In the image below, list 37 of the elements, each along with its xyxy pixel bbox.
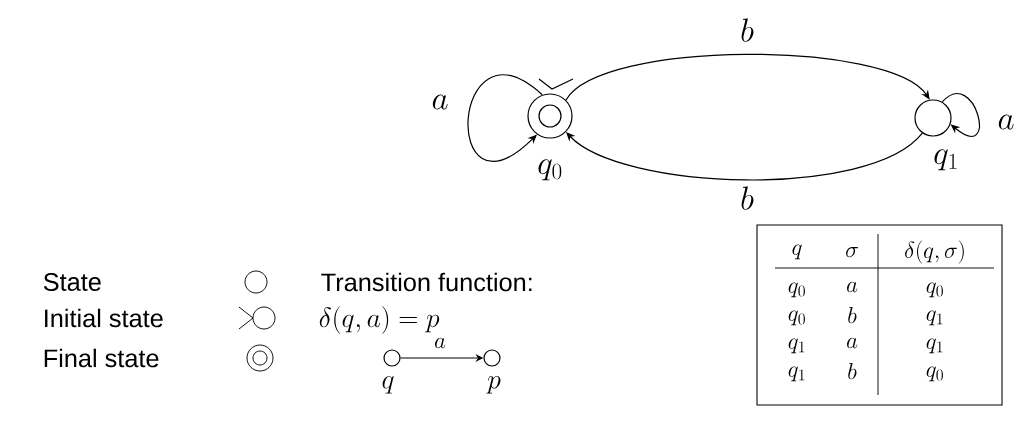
state-label: $q_1$ [934,149,957,171]
state-label: $q_0$ [538,159,562,181]
state-circle [383,349,401,367]
table-cell: $q_0$ [788,310,805,326]
table-cell: $q_1$ [926,338,943,354]
edge-label: $a$ [432,94,448,110]
table-cell: $b$ [848,363,857,380]
table-cell: $b$ [848,307,857,324]
legend-text: Initial state [45,308,163,328]
table-cell: $q_0$ [926,282,943,298]
table-cell: $\delta(q,\sigma)$ [905,240,964,264]
edge-label: $a$ [998,114,1014,130]
legend-text: Final state [44,348,159,368]
table-cell: $q$ [792,244,802,260]
table-cell: $q_0$ [926,366,943,382]
state-label: $p$ [486,376,501,394]
state-circle [527,93,573,139]
table-cell: $\sigma$ [846,247,858,258]
table-cell: $a$ [847,281,858,293]
arrow [941,93,980,137]
table-cell: $a$ [847,337,858,349]
table-cell: $q_1$ [788,366,805,382]
arrow [467,74,543,162]
state-label: $q$ [382,376,394,394]
state-circle [483,349,501,367]
edge-label: $b$ [741,18,754,42]
table-cell: $q_1$ [926,310,943,326]
table-cell: $q_0$ [788,282,805,298]
arrow [565,53,930,101]
legend-text: State [43,273,101,291]
section-heading: Transition function: [321,272,532,292]
table-cell: $q_1$ [788,338,805,354]
edge-label: $b$ [741,186,754,210]
formula: $\delta(q,a) = p$ [319,306,440,334]
edge-label: $a$ [435,337,446,349]
arrow [566,132,923,181]
state-circle [914,99,952,137]
